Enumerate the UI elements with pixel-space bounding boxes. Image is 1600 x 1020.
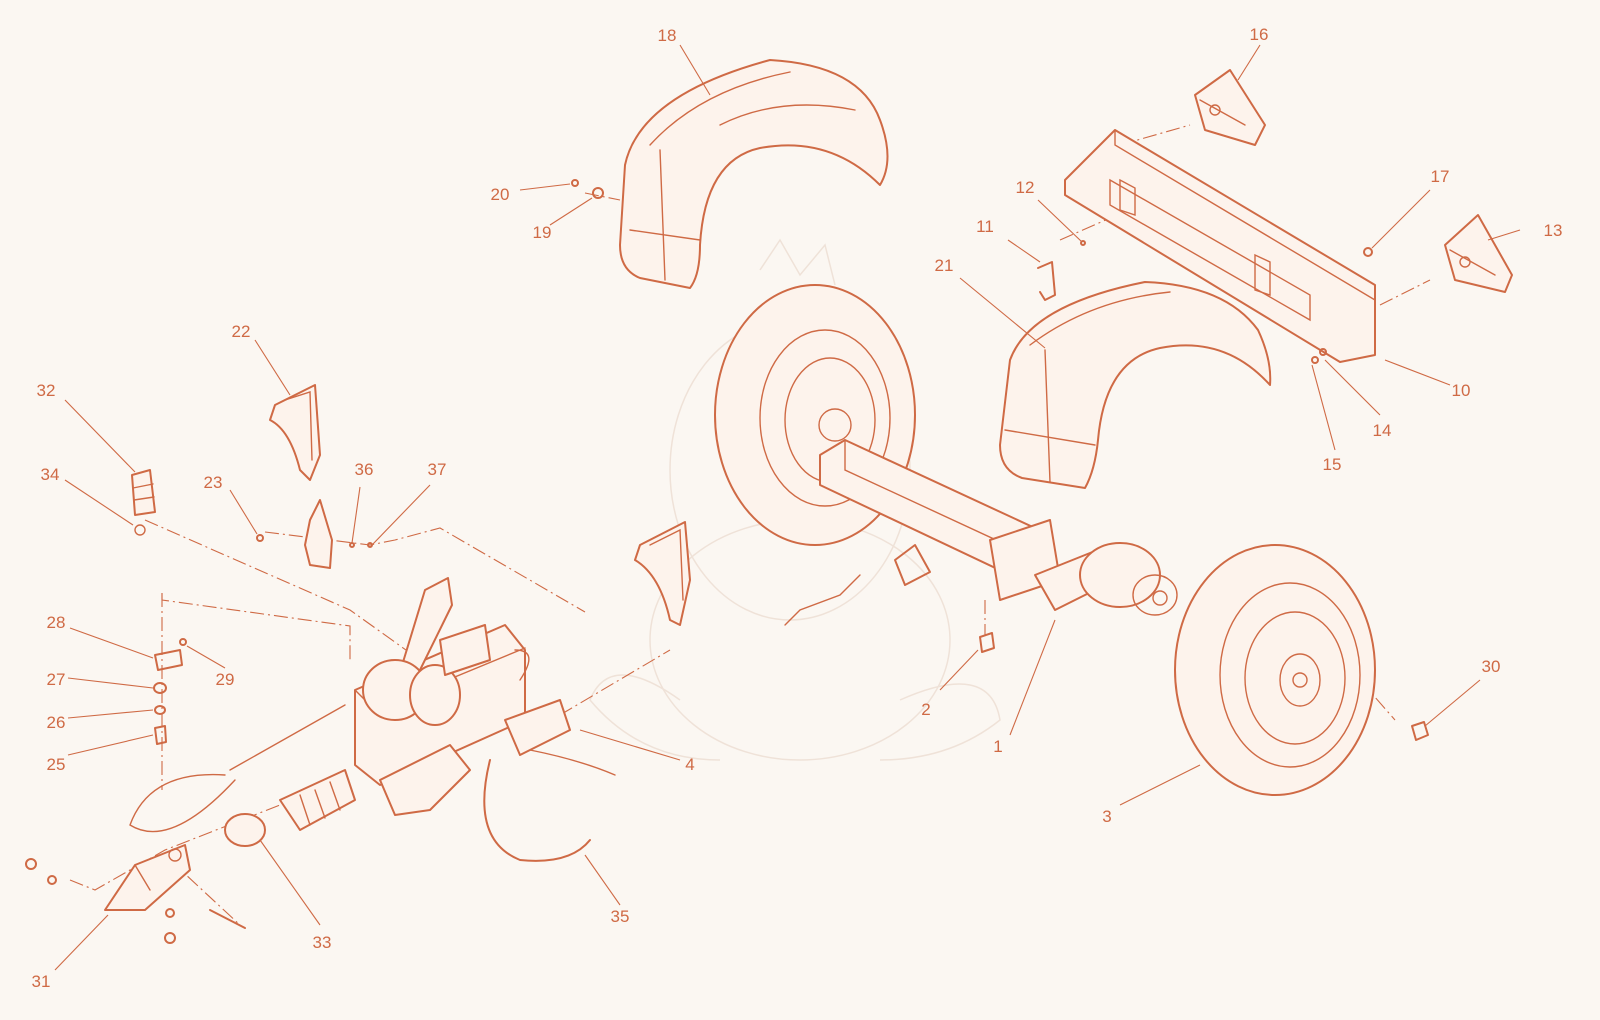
bracket-11 (1037, 261, 1056, 301)
callout-14: 14 (1373, 421, 1392, 440)
coupling-cap (131, 469, 156, 536)
callout-13: 13 (1544, 221, 1563, 240)
bracket-center (634, 521, 691, 626)
callout-3: 3 (1102, 807, 1111, 826)
callout-16: 16 (1250, 25, 1269, 44)
bracket-36 (304, 499, 333, 569)
callout-32: 32 (37, 381, 56, 400)
callout-18: 18 (658, 26, 677, 45)
rear-lamp-lower (1444, 214, 1513, 293)
bracket-22 (269, 384, 321, 481)
assembly-centerlines (69, 124, 1431, 926)
callout-35: 35 (611, 907, 630, 926)
callout-15: 15 (1323, 455, 1342, 474)
callout-28: 28 (47, 613, 66, 632)
callout-labels: 1 2 3 4 10 11 12 13 14 15 16 17 18 19 20… (32, 25, 1563, 991)
callout-19: 19 (533, 223, 552, 242)
mudguard-right (999, 281, 1272, 489)
coupling-handle-stack (153, 638, 187, 745)
callout-21: 21 (935, 256, 954, 275)
callout-36: 36 (355, 460, 374, 479)
callout-17: 17 (1431, 167, 1450, 186)
callout-25: 25 (47, 755, 66, 774)
callout-4: 4 (685, 755, 694, 774)
callout-2: 2 (921, 700, 930, 719)
callout-22: 22 (232, 322, 251, 341)
rear-lamp-upper (1194, 69, 1266, 146)
callout-10: 10 (1452, 381, 1471, 400)
drawbar-assembly (129, 577, 616, 862)
leader-lines (54, 44, 1521, 971)
callout-27: 27 (47, 670, 66, 689)
callout-33: 33 (313, 933, 332, 952)
callout-1: 1 (993, 737, 1002, 756)
lighting-bar (1064, 129, 1376, 363)
callout-37: 37 (428, 460, 447, 479)
callout-20: 20 (491, 185, 510, 204)
callout-29: 29 (216, 670, 235, 689)
coupling-head (104, 844, 191, 911)
misc-fasteners (25, 179, 1373, 944)
mudguard-left (619, 59, 889, 289)
callout-23: 23 (204, 473, 223, 492)
callout-26: 26 (47, 713, 66, 732)
callout-30: 30 (1482, 657, 1501, 676)
callout-11: 11 (976, 217, 994, 236)
axle-beam (784, 439, 1178, 626)
front-wheel (1174, 544, 1376, 796)
callout-34: 34 (41, 465, 60, 484)
callout-31: 31 (32, 972, 51, 991)
callout-12: 12 (1016, 178, 1035, 197)
axle-fasteners (979, 632, 1429, 741)
